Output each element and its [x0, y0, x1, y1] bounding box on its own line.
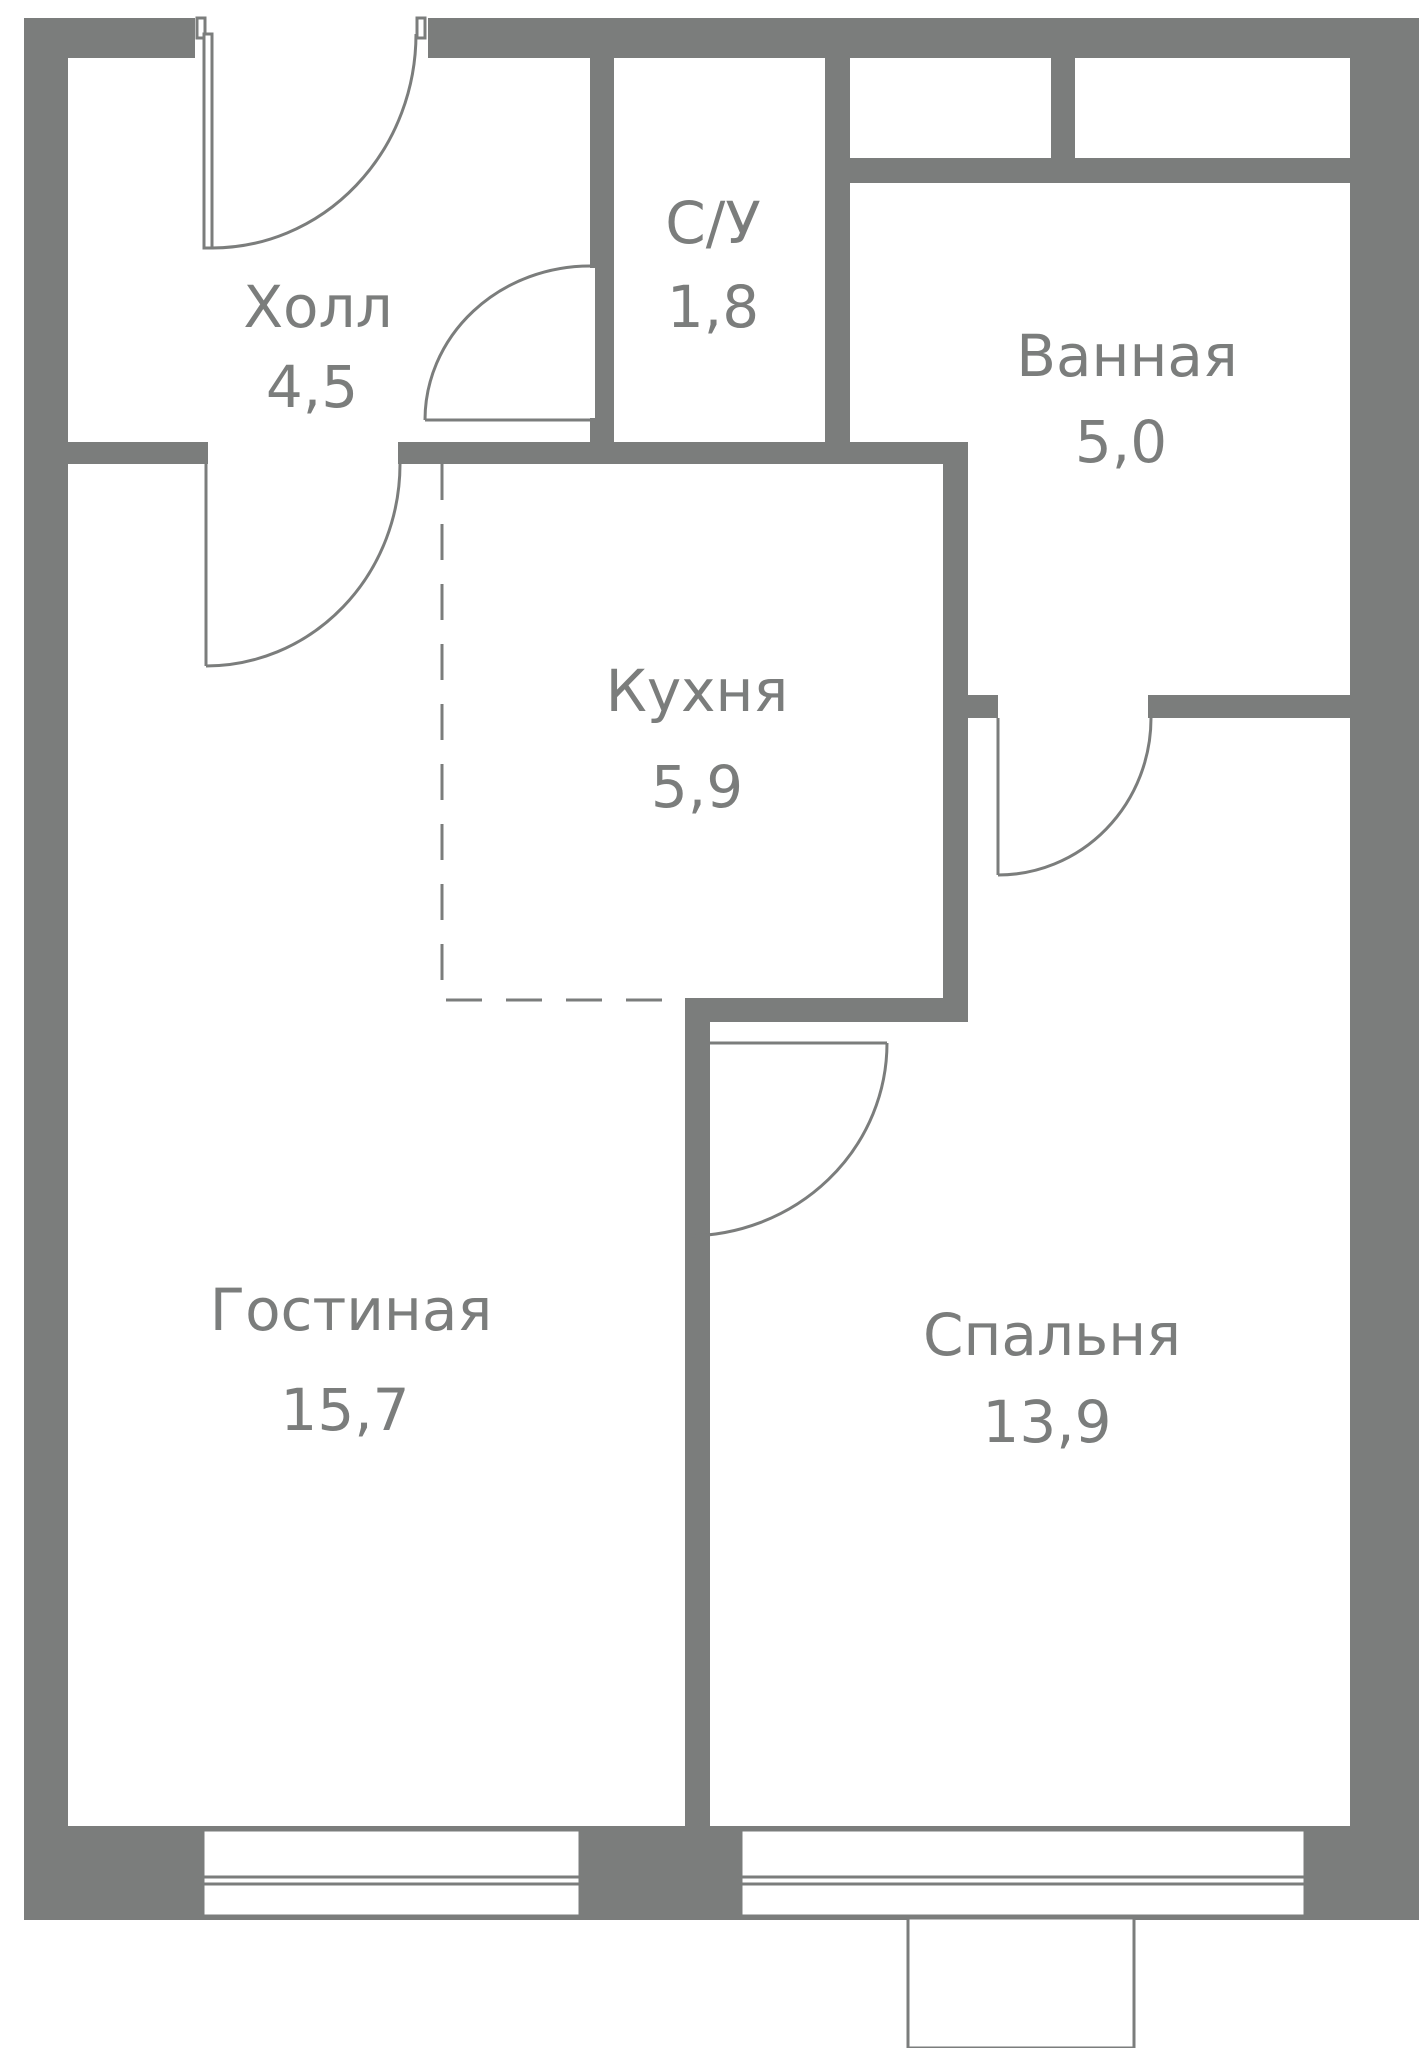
wall-kitchen-right	[943, 442, 968, 1022]
wc-door-swing	[423, 264, 591, 421]
bedroom-door-swing	[686, 1042, 889, 1238]
wall-living-bedroom	[685, 1236, 710, 1826]
balcony-door	[906, 1916, 1136, 2048]
room-area-hall: 4,5	[266, 353, 358, 421]
room-area-wc: 1,8	[667, 273, 759, 341]
wall-hall-bottom-left	[68, 442, 208, 464]
bath-door-swing	[997, 717, 1153, 877]
wall-wc-bath	[825, 58, 850, 443]
wall-hall-bottom-right	[398, 442, 968, 464]
wall-kitchen-bottom	[685, 998, 968, 1022]
window-living	[201, 1828, 582, 1918]
floor-niche-2	[1075, 58, 1350, 158]
room-name-living: Гостиная	[210, 1276, 493, 1344]
window-bedroom	[739, 1828, 1307, 1918]
wall-stub-kitchen	[685, 998, 710, 1044]
wall-hall-wc-low	[590, 418, 614, 444]
room-name-bedroom: Спальня	[923, 1301, 1181, 1369]
wall-bath-bottom-left	[968, 695, 998, 718]
floor-wc	[614, 58, 825, 442]
floor-kitchen	[398, 464, 943, 998]
room-area-bedroom: 13,9	[982, 1388, 1111, 1456]
wall-hall-wc	[590, 58, 614, 268]
floor-living	[68, 464, 398, 1826]
floor-living-lower	[398, 998, 685, 1826]
floor-hall-lower2	[208, 442, 398, 464]
room-area-kitchen: 5,9	[651, 753, 743, 821]
wall-niche-bottom	[850, 158, 1350, 183]
room-name-wc: С/У	[665, 189, 760, 257]
entrance-door-swing	[211, 33, 418, 250]
entrance-opening	[195, 0, 428, 60]
entrance-jamb-right	[415, 16, 427, 40]
room-area-living: 15,7	[280, 1376, 409, 1444]
entrance-jamb-left	[195, 16, 207, 40]
wall-bath-bottom-right	[1150, 695, 1350, 718]
floor-bedroom-upper	[968, 718, 1350, 1020]
floor-bedroom	[710, 1020, 1350, 1826]
room-floors	[68, 58, 1350, 1826]
living-door-swing	[205, 463, 402, 668]
floor-hall	[68, 58, 595, 442]
room-name-hall: Холл	[243, 273, 392, 341]
entrance-door-leaf	[202, 32, 214, 250]
room-name-kitchen: Кухня	[606, 657, 789, 725]
room-name-bath: Ванная	[1016, 322, 1238, 390]
windows	[195, 0, 1307, 2048]
wall-niche-divider	[1051, 58, 1075, 158]
interior-walls	[68, 58, 1350, 1826]
doors	[202, 32, 1153, 1238]
room-area-bath: 5,0	[1075, 408, 1167, 476]
room-labels: Холл 4,5 С/У 1,8 Ванная 5,0 Кухня 5,9 Го…	[210, 189, 1238, 1456]
floor-niche-1	[850, 58, 1051, 158]
